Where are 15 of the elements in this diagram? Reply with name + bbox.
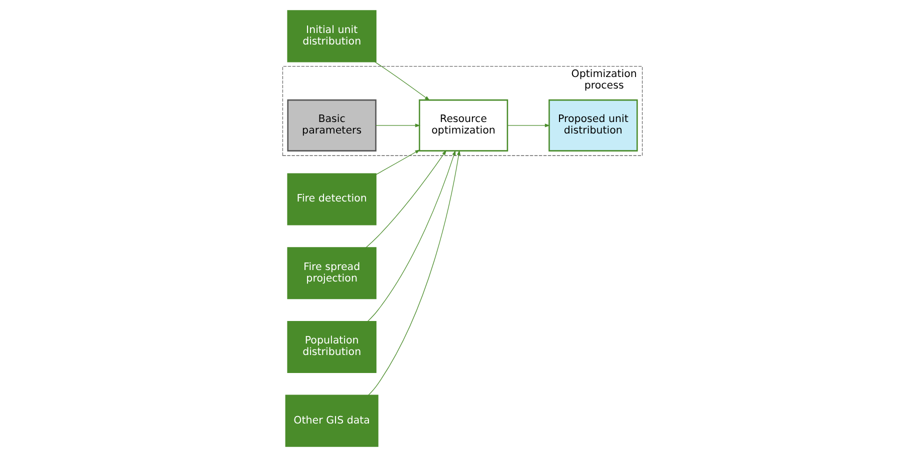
node-box: Fire detection <box>286 173 376 226</box>
node-box: Initial unit distribution <box>286 10 376 62</box>
arrow <box>374 61 430 101</box>
node-box: Basic parameters <box>286 99 376 152</box>
arrow <box>365 150 446 248</box>
arrow <box>368 150 460 396</box>
arrow <box>366 150 456 322</box>
arrow <box>506 124 550 128</box>
node-box: Resource optimization <box>418 99 508 152</box>
arrow <box>375 150 420 176</box>
node-box: Population distribution <box>286 320 376 373</box>
arrow <box>375 124 420 128</box>
node-box: Other GIS data <box>284 394 378 447</box>
node-box: Proposed unit distribution <box>548 99 638 152</box>
node-box: Fire spread projection <box>286 247 376 300</box>
